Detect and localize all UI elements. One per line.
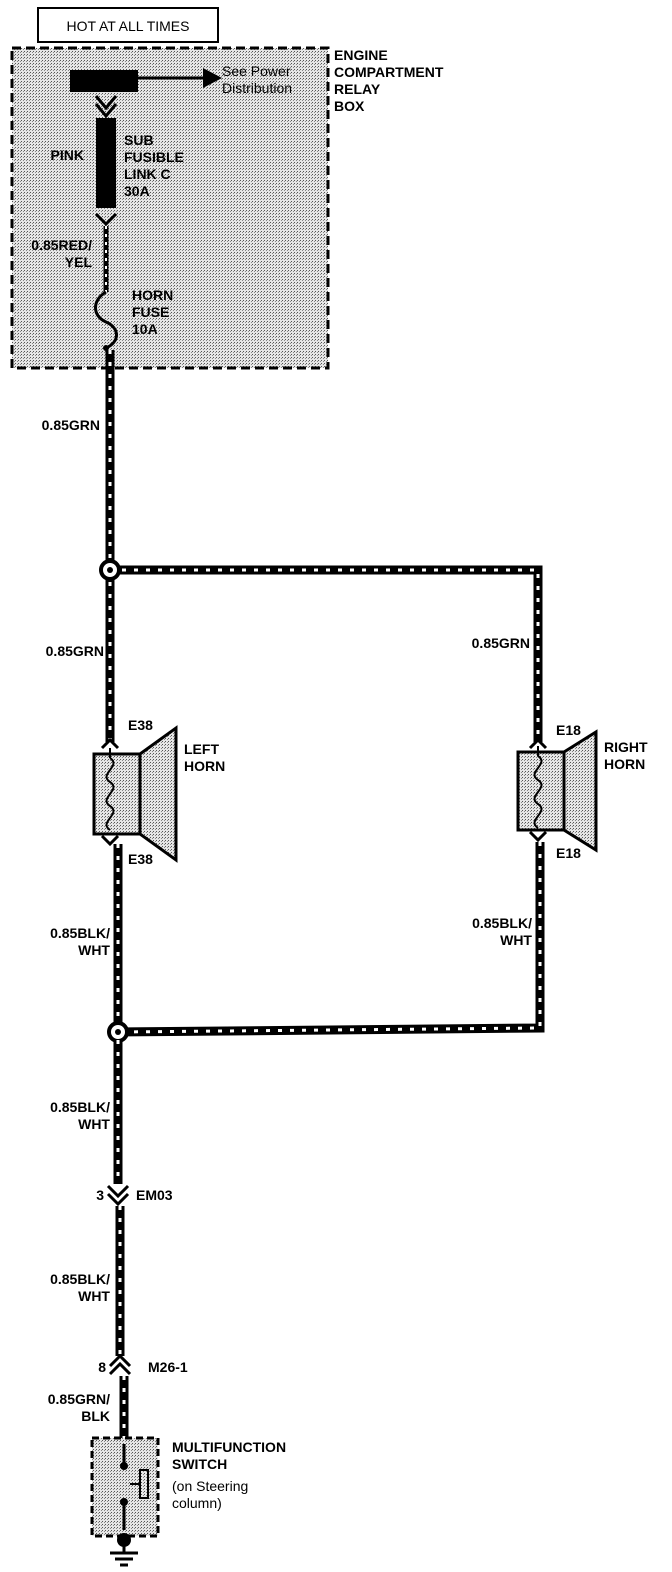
- wire-label-grn-left: 0.85GRN: [46, 643, 104, 659]
- arrow-head-icon: [203, 68, 222, 88]
- svg-text:RIGHT: RIGHT: [604, 739, 648, 755]
- multifunction-switch: [90, 1436, 160, 1538]
- svg-text:0.85RED/: 0.85RED/: [31, 237, 92, 253]
- svg-text:ENGINE: ENGINE: [334, 47, 388, 63]
- svg-text:0.85BLK/: 0.85BLK/: [50, 1099, 110, 1115]
- svg-text:SWITCH: SWITCH: [172, 1456, 227, 1472]
- svg-text:HORN: HORN: [132, 287, 173, 303]
- fusible-link-label: SUB FUSIBLE LINK C 30A: [124, 132, 184, 199]
- svg-text:0.85BLK/: 0.85BLK/: [50, 1271, 110, 1287]
- svg-text:Distribution: Distribution: [222, 80, 292, 96]
- svg-text:RELAY: RELAY: [334, 81, 381, 97]
- left-horn-label: LEFT HORN: [184, 741, 225, 774]
- relay-box-name: ENGINE COMPARTMENT RELAY BOX: [334, 47, 444, 114]
- switch-label: MULTIFUNCTION SWITCH: [172, 1439, 286, 1472]
- connector-em03: [106, 1184, 130, 1207]
- wire-label-grn-right: 0.85GRN: [472, 635, 530, 651]
- wire-label-blk-wht-mid: 0.85BLK/ WHT: [50, 1099, 110, 1132]
- svg-text:COMPARTMENT: COMPARTMENT: [334, 64, 444, 80]
- horn-fuse-symbol: [94, 290, 118, 350]
- see-power-distribution-ref: See Power Distribution: [222, 63, 292, 96]
- connector-m26-name: M26-1: [148, 1359, 188, 1375]
- sub-fusible-link: [96, 118, 116, 208]
- svg-text:30A: 30A: [124, 183, 150, 199]
- wire-label-grn-blk: 0.85GRN/ BLK: [48, 1391, 110, 1424]
- svg-text:MULTIFUNCTION: MULTIFUNCTION: [172, 1439, 286, 1455]
- svg-text:column): column): [172, 1495, 222, 1511]
- hot-at-all-times-box: [37, 7, 219, 43]
- wire-label-grn-main: 0.85GRN: [42, 417, 100, 433]
- svg-text:FUSE: FUSE: [132, 304, 169, 320]
- svg-text:FUSIBLE: FUSIBLE: [124, 149, 184, 165]
- svg-text:BOX: BOX: [334, 98, 365, 114]
- wire-label-red-yel: 0.85RED/ YEL: [31, 237, 92, 270]
- svg-text:YEL: YEL: [65, 254, 93, 270]
- svg-text:0.85GRN/: 0.85GRN/: [48, 1391, 110, 1407]
- right-horn-label: RIGHT HORN: [604, 739, 648, 772]
- svg-text:WHT: WHT: [78, 1116, 110, 1132]
- left-horn-connector-bottom: E38: [128, 851, 153, 867]
- horn-fuse-label: HORN FUSE 10A: [132, 287, 173, 337]
- wire-label-blk-wht-left: 0.85BLK/ WHT: [50, 925, 110, 958]
- switch-location-note: (on Steering column): [172, 1478, 248, 1511]
- svg-text:LEFT: LEFT: [184, 741, 219, 757]
- hot-at-all-times-label: HOT AT ALL TIMES: [67, 18, 190, 34]
- svg-text:LINK C: LINK C: [124, 166, 171, 182]
- engine-compartment-relay-box: [10, 46, 330, 370]
- left-horn: [92, 725, 178, 863]
- svg-text:See Power: See Power: [222, 63, 291, 79]
- fusible-link-color: PINK: [51, 147, 84, 163]
- connector-em03-pin: 3: [96, 1187, 104, 1203]
- right-horn: [516, 729, 598, 853]
- svg-text:10A: 10A: [132, 321, 158, 337]
- connector-m26: [108, 1353, 132, 1376]
- connector-m26-pin: 8: [98, 1359, 106, 1375]
- wire-label-blk-wht-low: 0.85BLK/ WHT: [50, 1271, 110, 1304]
- svg-text:WHT: WHT: [500, 932, 532, 948]
- svg-text:0.85BLK/: 0.85BLK/: [50, 925, 110, 941]
- connector-chevron-icon: [94, 95, 118, 111]
- right-horn-connector-top: E18: [556, 722, 581, 738]
- wire-blk-wht-loop: [113, 842, 545, 1037]
- svg-text:HORN: HORN: [184, 758, 225, 774]
- svg-text:(on Steering: (on Steering: [172, 1478, 248, 1494]
- power-bus-bar: [70, 70, 138, 92]
- svg-text:WHT: WHT: [78, 942, 110, 958]
- svg-text:BLK: BLK: [81, 1408, 110, 1424]
- right-horn-connector-bottom: E18: [556, 845, 581, 861]
- svg-text:0.85BLK/: 0.85BLK/: [472, 915, 532, 931]
- svg-text:SUB: SUB: [124, 132, 154, 148]
- svg-text:WHT: WHT: [78, 1288, 110, 1304]
- wire-label-blk-wht-right: 0.85BLK/ WHT: [472, 915, 532, 948]
- connector-em03-name: EM03: [136, 1187, 173, 1203]
- left-horn-connector-top: E38: [128, 717, 153, 733]
- ground-icon: [110, 1533, 138, 1567]
- wire-grn-loop: [105, 565, 543, 742]
- svg-text:HORN: HORN: [604, 756, 645, 772]
